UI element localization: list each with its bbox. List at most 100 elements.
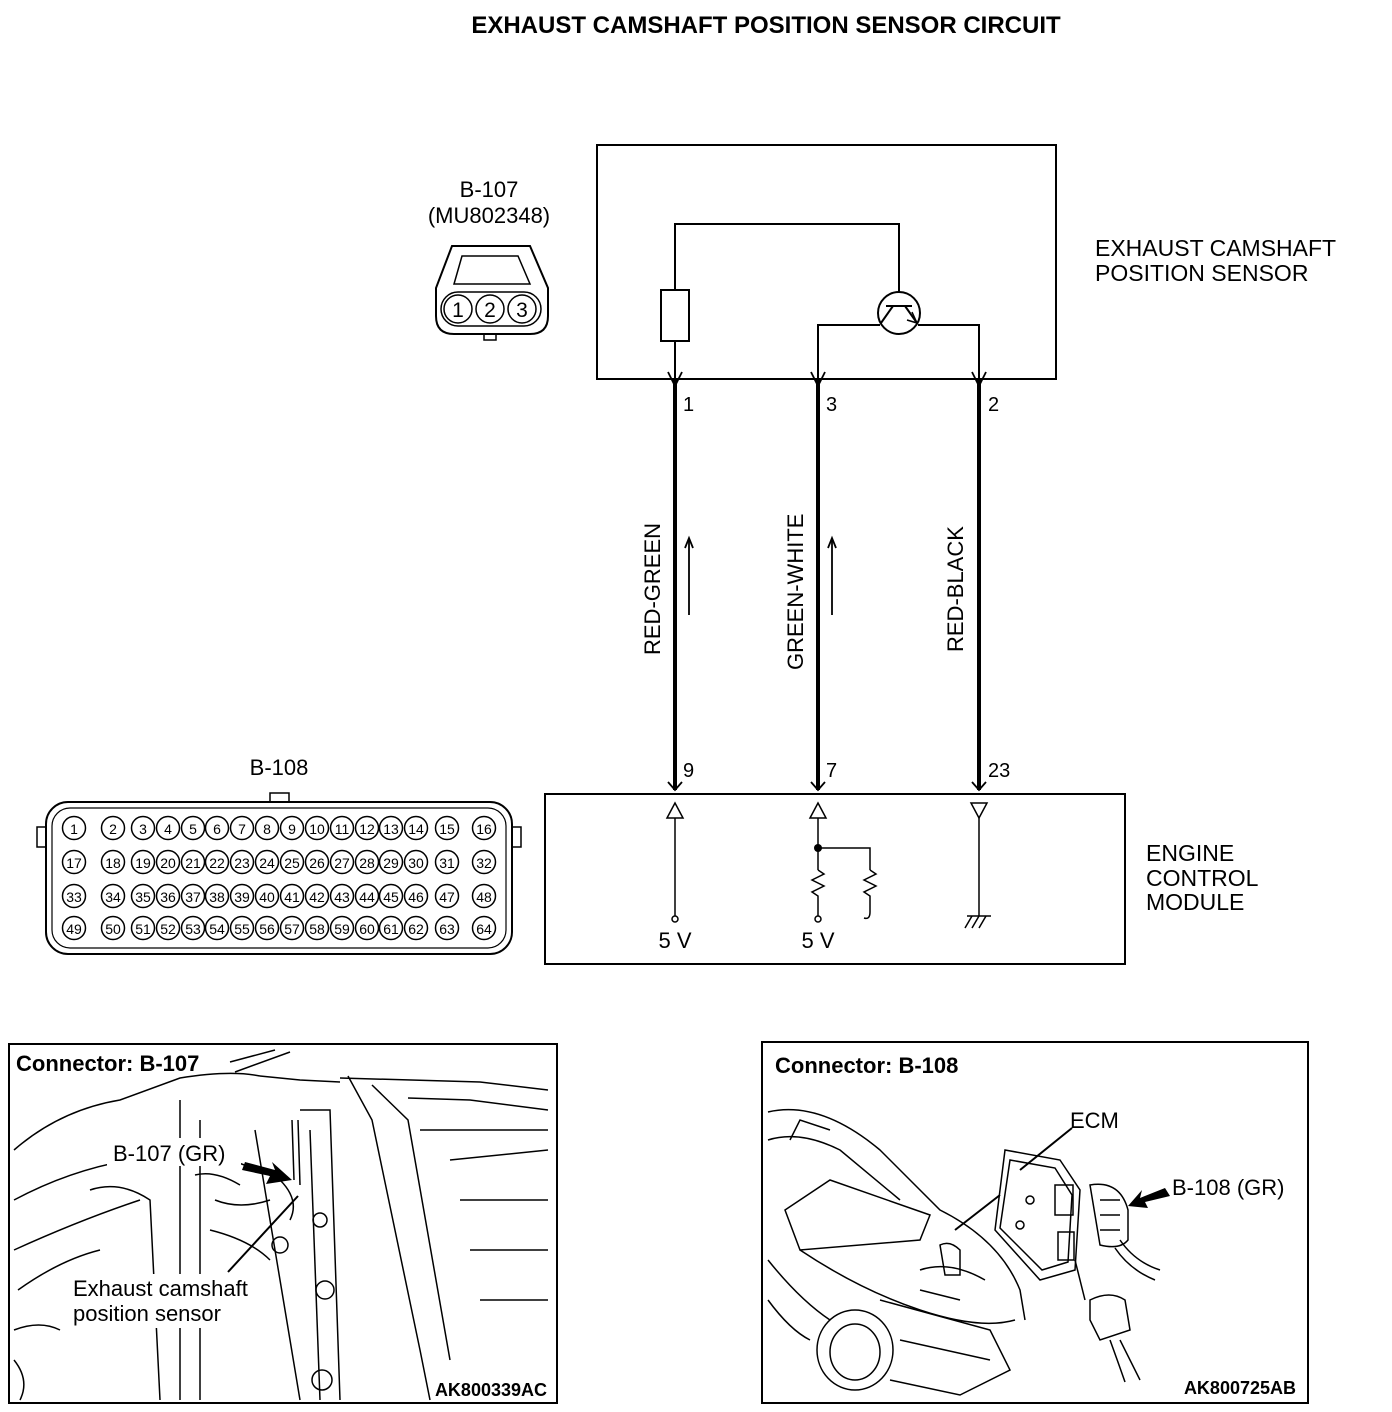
b107-connector: B-107 (MU802348) 1 2 3 [428, 177, 550, 341]
b108-pin-24 [254, 849, 280, 875]
b108-pin-label-37: 37 [185, 889, 201, 905]
b108-pin-label-44: 44 [359, 889, 375, 905]
b108-pin-56 [254, 915, 280, 941]
input-resistor [862, 869, 878, 920]
b108-pin-26 [304, 849, 330, 875]
b108-pin-23 [229, 849, 255, 875]
b108-pin-11 [329, 815, 355, 841]
b108-pin-label-19: 19 [135, 855, 151, 871]
ecm-location-line [954, 1194, 1001, 1231]
b108-pin-label-33: 33 [66, 889, 82, 905]
b108-pin-53 [180, 915, 206, 941]
b108-pin-label-38: 38 [209, 889, 225, 905]
panel-b108-frame [761, 1041, 1309, 1404]
b108-pin-label-9: 9 [288, 821, 296, 837]
b108-pin-label-13: 13 [383, 821, 399, 837]
ecm-supply-5v-1: 5 V [658, 928, 691, 953]
b108-pin-33 [61, 883, 87, 909]
panel-b107-location: Connector: B-107 [8, 1043, 558, 1404]
panel-b107-code: AK800339AC [435, 1380, 547, 1400]
b108-pin-label-34: 34 [105, 889, 121, 905]
b108-pin-label-8: 8 [263, 821, 271, 837]
b108-pin-48 [471, 883, 497, 909]
b108-pin-37 [180, 883, 206, 909]
engine-illustration [13, 1049, 549, 1401]
b108-pin-label-61: 61 [383, 921, 399, 937]
b108-pin-label-25: 25 [284, 855, 300, 871]
panel-b108-code: AK800725AB [1184, 1378, 1296, 1398]
b108-pin-31 [434, 849, 460, 875]
b108-pin-label-35: 35 [135, 889, 151, 905]
b108-pin-label-54: 54 [209, 921, 225, 937]
diagram-title: EXHAUST CAMSHAFT POSITION SENSOR CIRCUIT [471, 12, 1061, 39]
b108-pin-label-22: 22 [209, 855, 225, 871]
b108-pin-label-49: 49 [66, 921, 82, 937]
wire-red-black: 2 23 RED-BLACK [943, 371, 1010, 792]
b108-pin-label-48: 48 [476, 889, 492, 905]
b108-pin-label-64: 64 [476, 921, 492, 937]
ecm-name-line1: ENGINE [1146, 840, 1234, 866]
b108-pin-30 [403, 849, 429, 875]
b108-pin-label-60: 60 [359, 921, 375, 937]
ecm-pin-9: 9 [683, 760, 694, 782]
b108-pin-54 [204, 915, 230, 941]
b108-pin-14 [403, 815, 429, 841]
b108-pin-label-55: 55 [234, 921, 250, 937]
wire-green-white: 3 7 GREEN-WHITE [783, 371, 837, 792]
wire-color-red-black: RED-BLACK [943, 526, 968, 652]
sensor-pin-2: 2 [988, 394, 999, 416]
b108-pin-2 [100, 815, 126, 841]
b108-pin-7 [229, 815, 255, 841]
b107-callout-arrow [242, 1162, 292, 1184]
b108-pin-10 [304, 815, 330, 841]
panel-b108-ecm-label: ECM [1070, 1108, 1119, 1133]
b108-pin-64 [471, 915, 497, 941]
b108-pin-50 [100, 915, 126, 941]
sensor-name-line1: EXHAUST CAMSHAFT [1095, 235, 1336, 261]
b107-id: B-107 [460, 177, 519, 202]
b108-id: B-108 [250, 755, 309, 780]
sensor-pin-1: 1 [683, 394, 694, 416]
car-illustration [767, 1108, 1026, 1396]
b108-pin-label-7: 7 [238, 821, 246, 837]
b108-pin-label-39: 39 [234, 889, 250, 905]
b108-pin-62 [403, 915, 429, 941]
b107-pin-2 [475, 294, 505, 324]
panel-b107-frame [8, 1043, 558, 1404]
b108-pin-43 [329, 883, 355, 909]
b108-pin-label-30: 30 [408, 855, 424, 871]
ecm-pin-23: 23 [988, 760, 1010, 782]
b108-pin-label-27: 27 [334, 855, 350, 871]
b108-pin-label-18: 18 [105, 855, 121, 871]
b108-connector-shell [45, 801, 513, 955]
b108-pin-label-17: 17 [66, 855, 82, 871]
panel-b107-label-line1: Exhaust camshaft [73, 1276, 248, 1301]
b108-pin-label-21: 21 [185, 855, 201, 871]
panel-b108-location: Connector: B-108 [761, 1041, 1309, 1404]
b108-pin-label-24: 24 [259, 855, 275, 871]
b108-pin-label-40: 40 [259, 889, 275, 905]
b108-pin-label-63: 63 [439, 921, 455, 937]
b108-pin-3 [130, 815, 156, 841]
b108-pin-8 [254, 815, 280, 841]
b108-pin-label-11: 11 [335, 821, 350, 837]
b108-pin-25 [279, 849, 305, 875]
b108-pin-label-56: 56 [259, 921, 275, 937]
sensor-name-line2: POSITION SENSOR [1095, 260, 1308, 286]
b108-pin-label-51: 51 [135, 921, 151, 937]
b108-pin-label-62: 62 [408, 921, 424, 937]
b108-pin-20 [155, 849, 181, 875]
b108-pin-label-16: 16 [476, 821, 492, 837]
ecm-illustration [994, 1149, 1161, 1383]
b108-pin-49 [61, 915, 87, 941]
b108-pin-29 [378, 849, 404, 875]
b108-pin-label-29: 29 [383, 855, 399, 871]
ecm-leader-line [1019, 1127, 1073, 1171]
sensor-block: EXHAUST CAMSHAFT POSITION SENSOR [596, 144, 1336, 380]
b108-pin-label-4: 4 [164, 821, 172, 837]
b108-pin-16 [471, 815, 497, 841]
panel-b108-title: Connector: B-108 [775, 1053, 958, 1078]
b108-pin-44 [354, 883, 380, 909]
b108-pin-42 [304, 883, 330, 909]
